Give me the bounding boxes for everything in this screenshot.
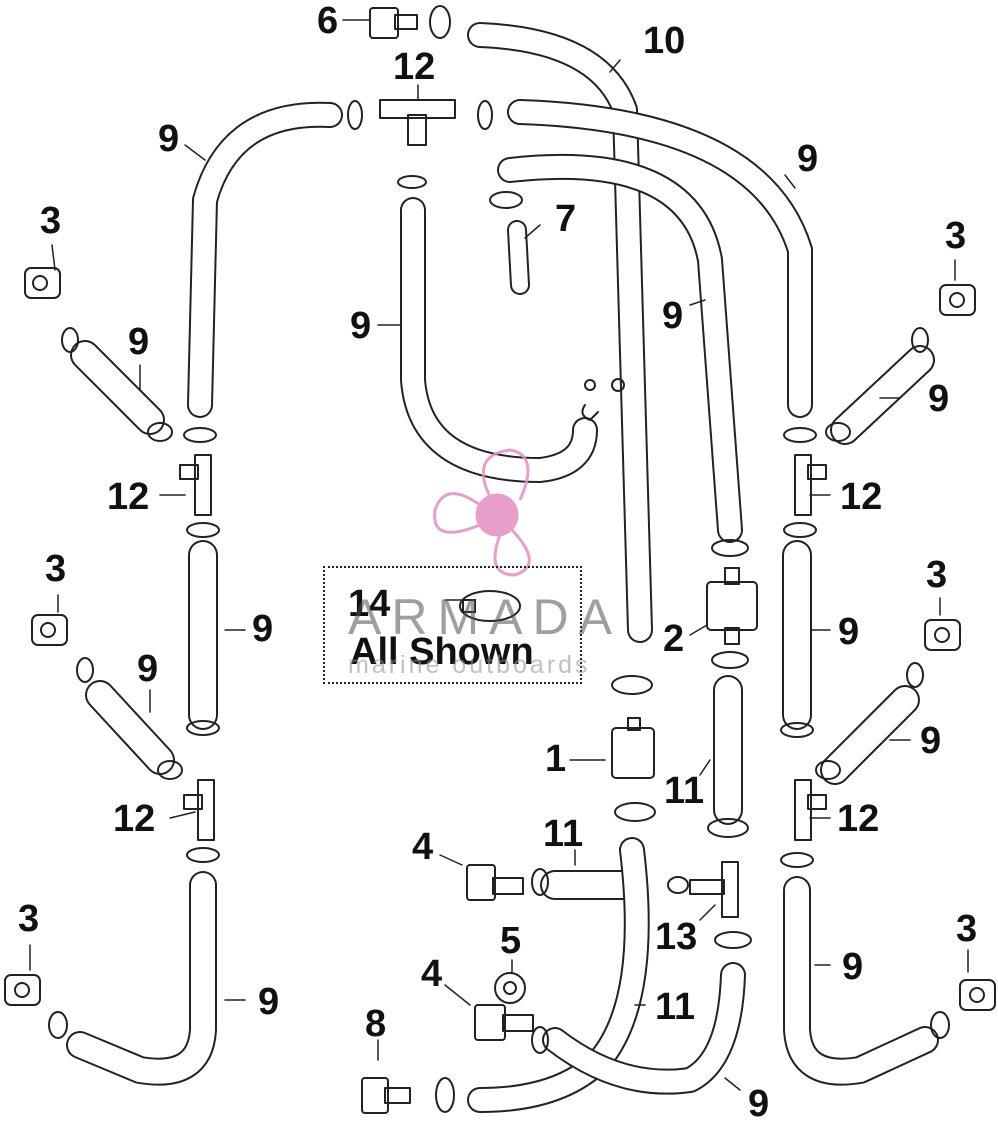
elbow-fitting-6 <box>369 7 418 39</box>
callout-13: 13 <box>655 916 698 958</box>
callout-12: 12 <box>837 798 880 840</box>
callout-12: 12 <box>113 798 156 840</box>
callout-9: 9 <box>928 378 950 420</box>
fuel-filter-2 <box>706 567 758 645</box>
propeller-logo <box>433 448 531 577</box>
elbow-fitting-4-lower <box>474 1004 534 1041</box>
callout-11: 11 <box>664 770 705 812</box>
callout-3: 3 <box>40 200 62 242</box>
callout-9: 9 <box>748 1083 770 1125</box>
tee-fitting-13 <box>667 861 739 918</box>
callout-11: 11 <box>655 986 696 1028</box>
callout-9: 9 <box>838 611 860 653</box>
tee-12-left-upper <box>179 454 212 516</box>
watermark-tagline: marine outboards <box>348 651 591 679</box>
callout-6: 6 <box>317 0 339 42</box>
callout-9: 9 <box>252 608 274 650</box>
elbow-fitting-8 <box>361 1077 411 1114</box>
tee-12-right-lower <box>794 779 827 841</box>
tee-12-left-lower <box>183 779 215 841</box>
note-box-number: 14 <box>348 583 391 625</box>
tee-12-top <box>379 99 456 146</box>
callout-3: 3 <box>45 548 67 590</box>
watermark-brand: ARMADA <box>348 589 622 645</box>
callout-11: 11 <box>543 813 584 855</box>
callout-8: 8 <box>365 1003 387 1045</box>
callout-3: 3 <box>926 554 948 596</box>
hose-clamp <box>48 5 950 1113</box>
fuel-pump-1 <box>611 717 655 779</box>
callout-12: 12 <box>393 46 436 88</box>
connector-3-bottom-left <box>4 974 41 1006</box>
connector-3-top-left <box>24 267 61 299</box>
note-box <box>323 566 582 684</box>
leader-lines <box>29 19 969 1091</box>
callout-9: 9 <box>662 295 684 337</box>
callout-3: 3 <box>956 908 978 950</box>
callout-10: 10 <box>643 20 686 62</box>
connector-3-top-right <box>939 284 976 316</box>
callout-9: 9 <box>920 720 942 762</box>
callout-9: 9 <box>137 648 159 690</box>
callout-9: 9 <box>158 118 180 160</box>
note-box-text: All Shown <box>350 631 534 673</box>
callout-2: 2 <box>663 618 685 660</box>
connector-3-mid-right <box>924 619 961 651</box>
connector-3-mid-left <box>31 614 68 646</box>
callout-12: 12 <box>840 476 883 518</box>
callout-3: 3 <box>945 215 967 257</box>
tee-12-right-upper <box>794 454 827 516</box>
callout-9: 9 <box>842 946 864 988</box>
elbow-fitting-4-upper <box>466 864 524 901</box>
callout-9: 9 <box>258 981 280 1023</box>
washer-5 <box>494 972 526 1004</box>
screw-fitting <box>581 378 625 421</box>
callout-7: 7 <box>555 198 577 240</box>
callout-9: 9 <box>128 321 150 363</box>
callout-4: 4 <box>412 826 434 868</box>
callout-3: 3 <box>18 898 40 940</box>
callout-5: 5 <box>500 920 522 962</box>
callout-9: 9 <box>797 138 819 180</box>
callout-1: 1 <box>545 738 567 780</box>
callout-9: 9 <box>350 305 372 347</box>
callout-12: 12 <box>107 476 150 518</box>
callout-4: 4 <box>421 953 443 995</box>
clamp-14-icon <box>459 590 521 622</box>
connector-3-bottom-right <box>959 979 996 1011</box>
